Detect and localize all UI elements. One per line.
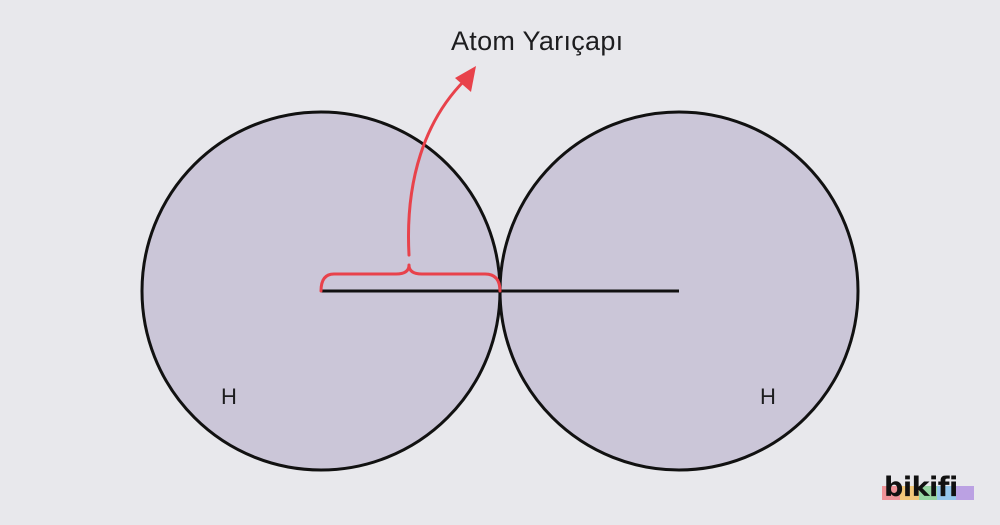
- radius-brace: [319, 263, 502, 293]
- bikifi-logo: bikifi: [880, 470, 980, 510]
- logo-text: bikifi: [884, 472, 958, 503]
- pointer-arrow-line: [407, 78, 467, 257]
- pointer-arrowhead: [455, 66, 476, 92]
- left-atom-label: H: [221, 384, 237, 409]
- atom-radius-label: Atom Yarıçapı: [451, 26, 624, 56]
- logo-color-stripes: [882, 486, 975, 500]
- right-atom-label: H: [760, 384, 776, 409]
